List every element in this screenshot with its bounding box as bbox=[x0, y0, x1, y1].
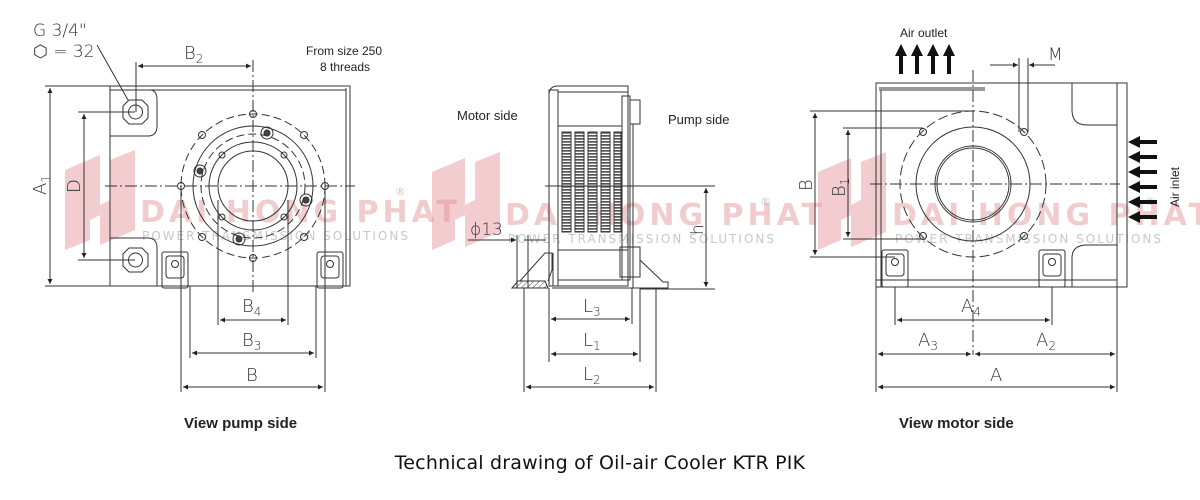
bolt-holes-outer bbox=[177, 110, 329, 262]
dim-a3-label: A3 bbox=[918, 330, 938, 353]
port-hex-label: ⬡ = 32 bbox=[33, 42, 95, 62]
motor-side-label: Motor side bbox=[457, 108, 518, 123]
dim-d-label: D bbox=[64, 179, 85, 193]
watermark-tagline: POWER TRANSMISSION SOLUTIONS bbox=[508, 232, 776, 246]
dim-m-label: M bbox=[1048, 45, 1063, 65]
pump-side-view bbox=[45, 44, 355, 392]
upper-port-hex-icon bbox=[122, 99, 149, 125]
watermark-registered: ® bbox=[760, 195, 773, 208]
cooler-fins bbox=[561, 131, 622, 233]
mounting-foot-left bbox=[161, 251, 189, 289]
lower-notch bbox=[1071, 244, 1117, 287]
note-threads: 8 threads bbox=[320, 60, 370, 74]
cooler-side-view bbox=[468, 85, 715, 392]
arrow-left-icon bbox=[1128, 211, 1157, 223]
air-outlet-arrows bbox=[895, 44, 955, 74]
mounting-foot-right bbox=[1038, 249, 1066, 288]
dim-b1-label: B1 bbox=[829, 178, 852, 197]
dim-b-label: B bbox=[796, 179, 817, 191]
watermark-pump: DAI HONG PHAT POWER TRANSMISSION SOLUTIO… bbox=[65, 150, 461, 250]
dim-a2-label: A2 bbox=[1036, 330, 1056, 353]
fan-shroud bbox=[915, 126, 1031, 242]
lower-port-hex-icon bbox=[122, 247, 149, 273]
pump-side-bracket bbox=[639, 259, 669, 289]
fan-hub bbox=[936, 147, 1010, 221]
upper-notch bbox=[1071, 83, 1117, 126]
pump-view-title: View pump side bbox=[184, 415, 297, 432]
flange-bore bbox=[217, 150, 289, 222]
dim-phi13-label: ϕ13 bbox=[470, 220, 503, 240]
motor-view-title: View motor side bbox=[899, 415, 1014, 432]
dim-b-label: B bbox=[246, 365, 258, 386]
motor-housing-outline bbox=[875, 82, 1128, 288]
pump-side-port bbox=[629, 99, 641, 125]
watermark-registered: ® bbox=[395, 185, 408, 198]
dim-l2-label: L2 bbox=[583, 364, 601, 387]
dim-a-label: A bbox=[990, 365, 1002, 386]
arrow-left-icon bbox=[1128, 181, 1157, 193]
side-view-labels: Motor side Pump side ϕ13 h L3 L1 L2 bbox=[457, 108, 729, 387]
threaded-holes bbox=[193, 126, 313, 246]
arrow-left-icon bbox=[1128, 196, 1157, 208]
arrow-up-icon bbox=[895, 44, 907, 74]
air-inlet-arrows bbox=[1128, 136, 1157, 223]
air-outlet-label: Air outlet bbox=[900, 26, 948, 40]
dim-a4-label: A4 bbox=[961, 296, 981, 319]
lower-port-boss bbox=[110, 237, 158, 287]
mounting-foot-right bbox=[316, 251, 344, 289]
arrow-left-icon bbox=[1128, 136, 1157, 148]
pump-view-labels: G 3/4" ⬡ = 32 From size 250 8 threads B2… bbox=[30, 21, 382, 432]
motor-side-view bbox=[810, 58, 1128, 392]
watermark-tagline: POWER TRANSMISSION SOLUTIONS bbox=[142, 229, 410, 243]
watermark-logo-icon bbox=[432, 152, 500, 250]
bolt-holes-inner bbox=[218, 151, 288, 221]
note-size-250: From size 250 bbox=[306, 44, 382, 58]
air-inlet-label: Air inlet bbox=[1168, 166, 1182, 207]
figure-caption: Technical drawing of Oil-air Cooler KTR … bbox=[394, 452, 806, 474]
arrow-left-icon bbox=[1128, 151, 1157, 163]
watermark-tagline: POWER TRANSMISSION SOLUTIONS bbox=[895, 232, 1163, 246]
cooler-body bbox=[557, 91, 629, 287]
dim-b2-label: B2 bbox=[184, 43, 203, 66]
dim-l3-label: L3 bbox=[583, 296, 601, 319]
arrow-left-icon bbox=[1128, 166, 1157, 178]
watermark-logo-icon bbox=[65, 150, 135, 250]
dim-b3-label: B3 bbox=[242, 330, 261, 353]
motor-side-bracket bbox=[519, 252, 553, 282]
motor-view-labels: Air outlet Air inlet M B B1 A4 A3 A2 A V… bbox=[796, 26, 1182, 432]
motor-side-bracket-base bbox=[510, 280, 549, 289]
watermark-brand: DAI HONG PHAT bbox=[505, 198, 826, 233]
upper-port-boss bbox=[110, 89, 158, 137]
pump-side-label: Pump side bbox=[668, 112, 729, 127]
dim-l1-label: L1 bbox=[583, 330, 601, 353]
dim-b4-label: B4 bbox=[242, 296, 261, 319]
mounting-foot-left bbox=[881, 249, 909, 288]
dim-h-label: h bbox=[688, 224, 708, 235]
arrow-up-icon bbox=[927, 44, 939, 74]
arrow-up-icon bbox=[911, 44, 923, 74]
port-size-label: G 3/4" bbox=[33, 21, 87, 41]
arrow-up-icon bbox=[943, 44, 955, 74]
dim-a1-label: A1 bbox=[30, 175, 53, 195]
pump-side-block bbox=[619, 246, 641, 278]
watermark-brand: DAI HONG PHAT bbox=[140, 195, 461, 230]
watermark-logo-icon bbox=[818, 152, 886, 250]
